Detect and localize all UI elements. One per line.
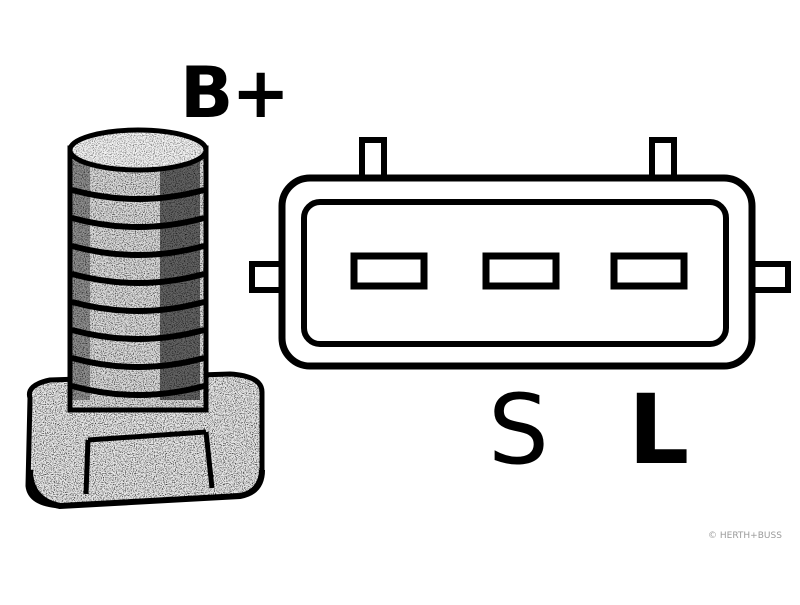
connector-housing-inner (301, 199, 729, 347)
pin-slot-3 (610, 252, 688, 290)
connector-tab-top-right (649, 137, 677, 183)
thread-lines (71, 187, 205, 398)
label-terminal-s: S (488, 374, 549, 486)
plug-connector-icon (249, 137, 791, 370)
label-b-plus: B+ (180, 52, 290, 134)
pin-slot-2 (482, 252, 560, 290)
connector-tab-top-left (359, 137, 387, 183)
bolt-terminal-icon (25, 127, 265, 510)
watermark-text: © HERTH+BUSS (708, 531, 782, 541)
pin-slot-1 (350, 252, 428, 290)
label-terminal-l: L (628, 374, 690, 486)
connector-tab-right (747, 261, 791, 293)
threaded-shaft (67, 127, 209, 413)
